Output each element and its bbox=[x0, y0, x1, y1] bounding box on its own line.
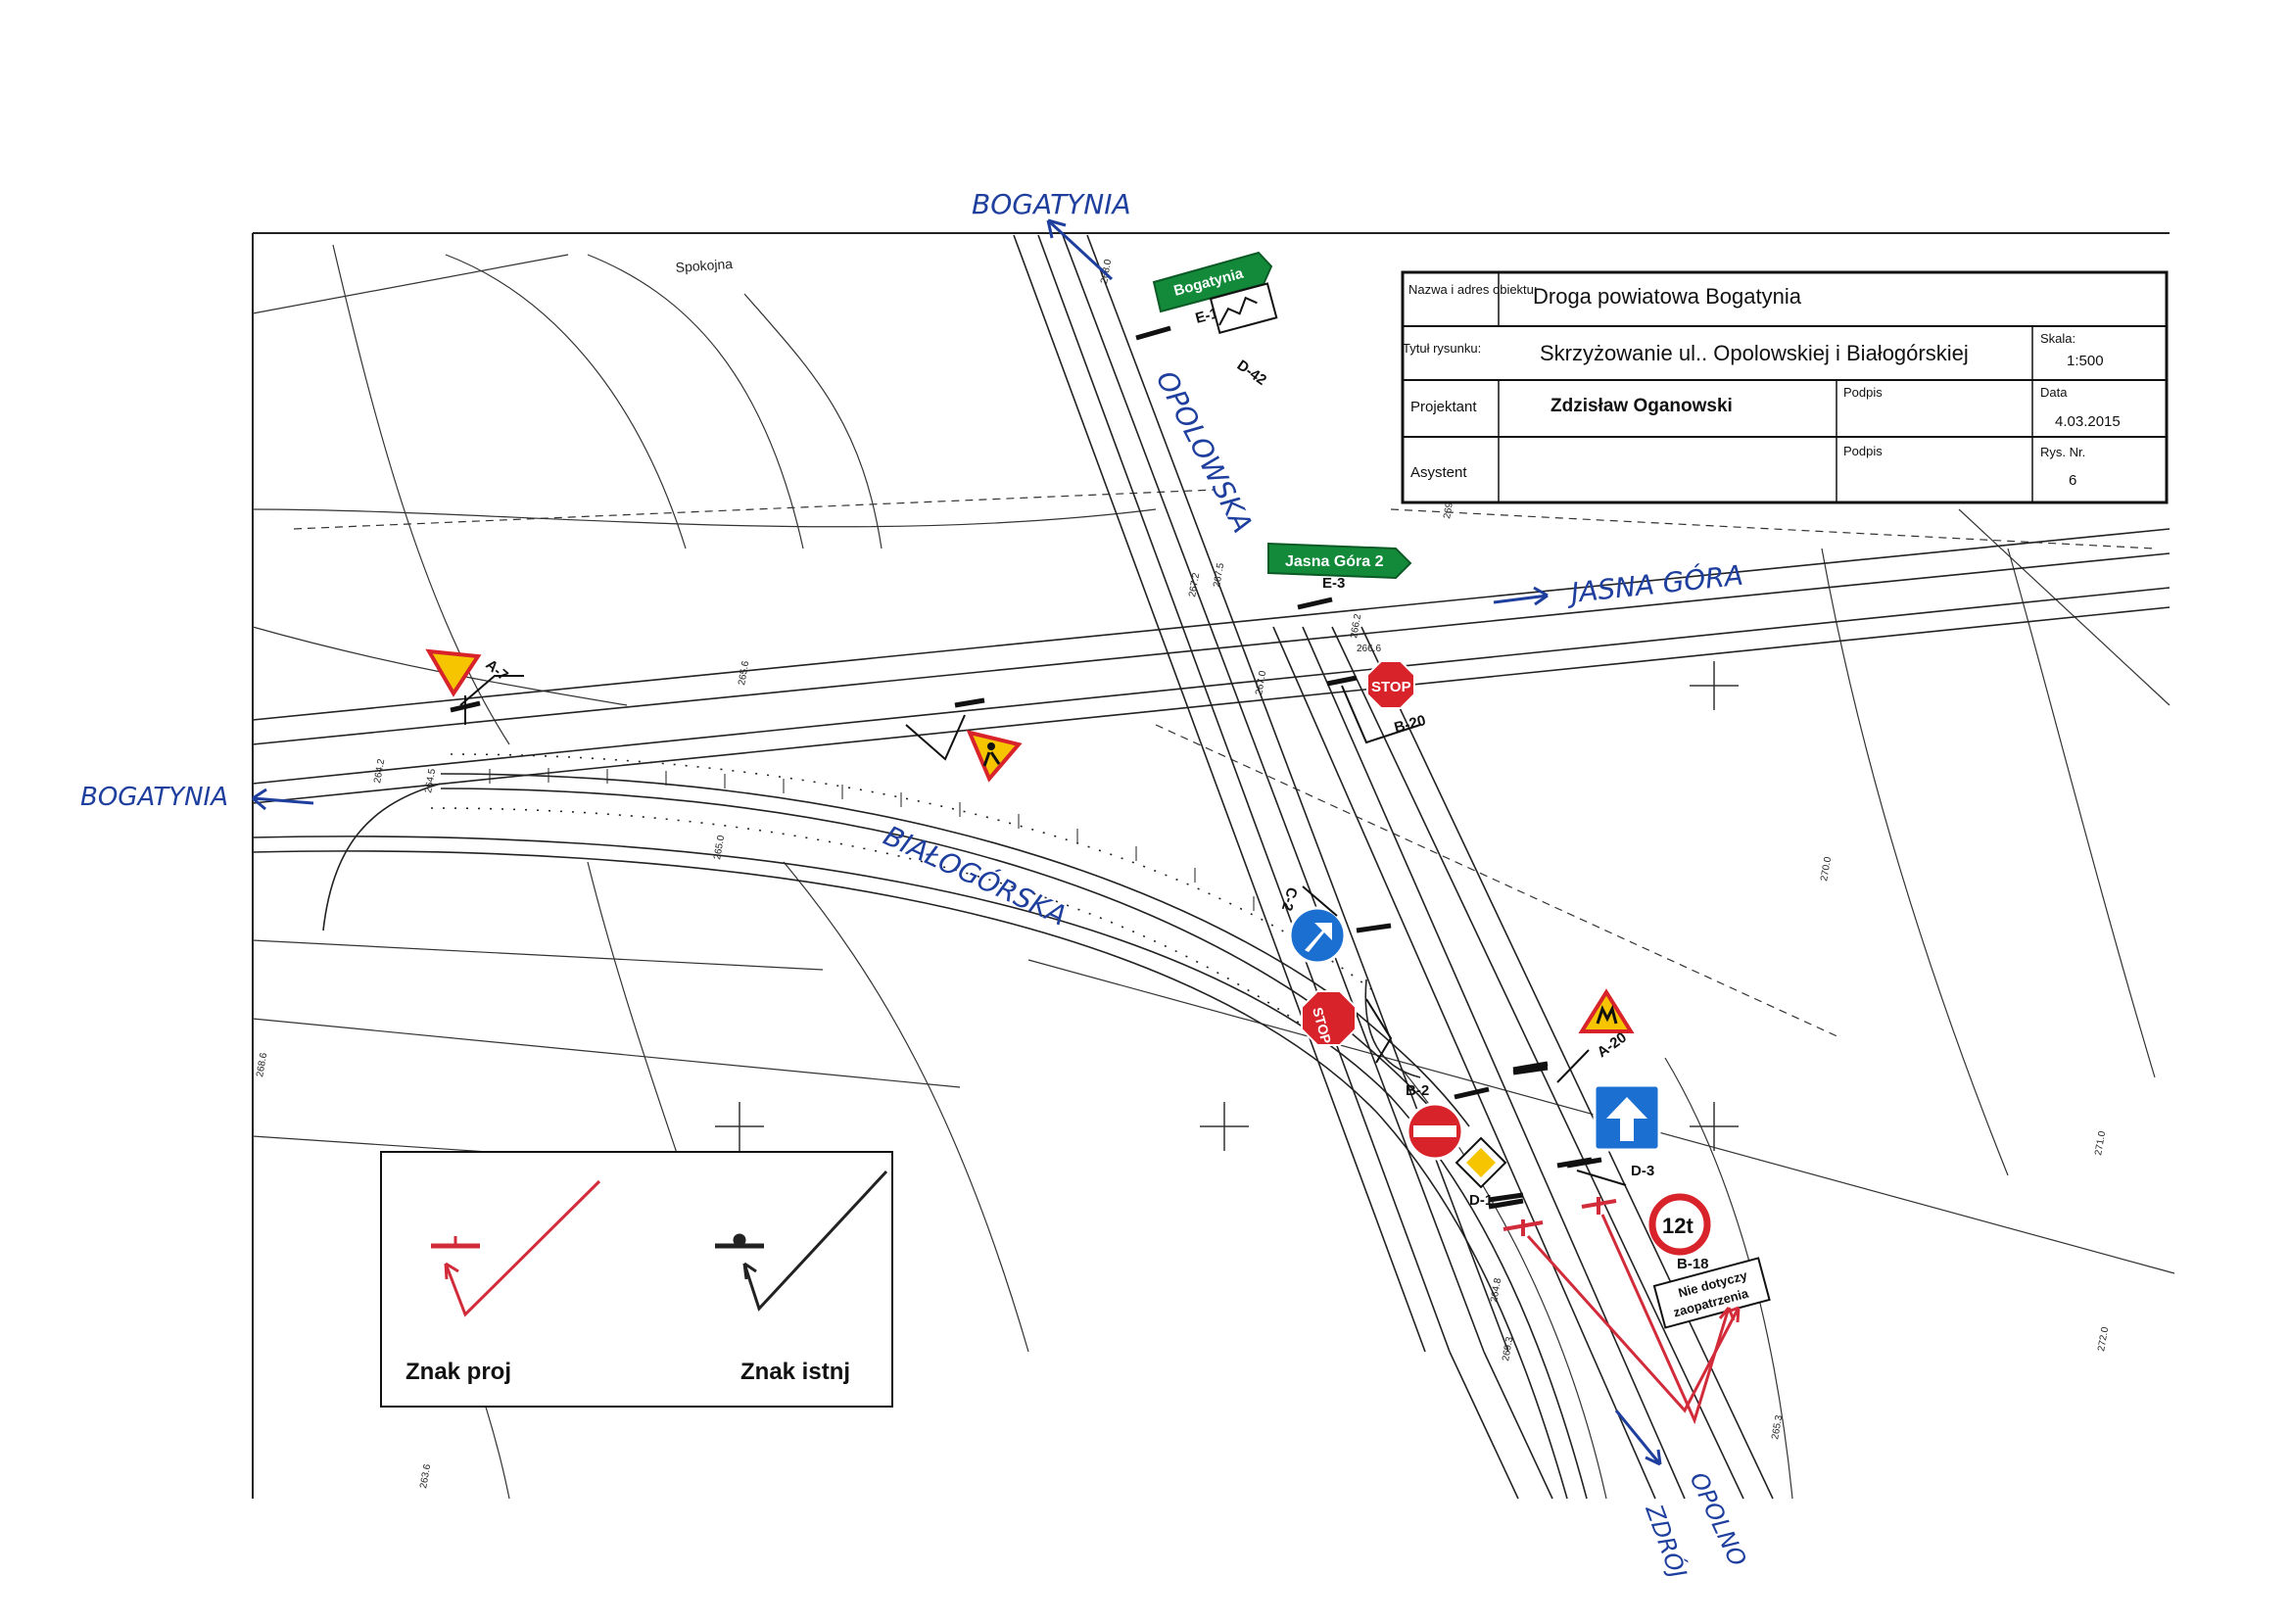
elevation-label: 264.8 bbox=[1489, 1277, 1503, 1304]
legend-existing-symbol bbox=[715, 1170, 888, 1312]
tb-drawing-no-label: Rys. Nr. bbox=[2040, 445, 2085, 459]
sign-b18-weight-limit: 12t B-18 Nie dotyczy zaopatrzenia bbox=[1648, 1193, 1771, 1329]
elevation-label: 265.6 bbox=[737, 660, 751, 687]
sign-stop-lower: STOP bbox=[1301, 990, 1393, 1064]
tb-date-label: Data bbox=[2040, 385, 2068, 400]
tb-signature-label-2: Podpis bbox=[1843, 444, 1883, 458]
tb-object-value: Droga powiatowa Bogatynia bbox=[1533, 284, 1802, 309]
tb-object-label: Nazwa i adres obiektu: bbox=[1408, 282, 1538, 297]
hw-bogatynia-north: BOGATYNIA bbox=[972, 188, 1131, 220]
tb-assistant-label: Asystent bbox=[1410, 464, 1467, 481]
sign-d3-one-way: D-3 bbox=[1556, 1083, 1661, 1186]
tb-drawing-no-value: 6 bbox=[2069, 472, 2076, 489]
tb-date-value: 4.03.2015 bbox=[2055, 413, 2121, 430]
sign-a7-code: A-7 bbox=[482, 656, 510, 685]
sign-a17-children bbox=[905, 697, 1023, 783]
arrow-to-bogatynia-north bbox=[1046, 218, 1114, 281]
legend-proposed-symbol bbox=[431, 1179, 601, 1317]
map-frame bbox=[252, 232, 2170, 1499]
elevation-label: 265.0 bbox=[712, 835, 727, 861]
existing-sign-posts bbox=[1488, 1065, 1602, 1210]
tb-designer-value: Zdzisław Oganowski bbox=[1551, 396, 1733, 416]
tb-drawing-value: Skrzyżowanie ul.. Opolowskiej i Białogór… bbox=[1540, 341, 1969, 365]
road-bialogorska bbox=[252, 753, 1588, 1500]
legend: Znak proj Znak istnj bbox=[380, 1151, 893, 1408]
hw-bogatynia-west: BOGATYNIA bbox=[80, 783, 228, 812]
sign-b18-value: 12t bbox=[1662, 1214, 1694, 1238]
elevation-label: 269.3 bbox=[1501, 1336, 1515, 1362]
hw-zdroj: ZDRÓJ bbox=[1640, 1500, 1694, 1582]
grid-crosses bbox=[715, 661, 1739, 1151]
legend-existing-label: Znak istnj bbox=[740, 1359, 850, 1385]
tb-designer-label: Projektant bbox=[1410, 399, 1477, 415]
hw-opolno: OPOLNO bbox=[1685, 1468, 1752, 1571]
sign-e3-plate: Jasna Góra 2 bbox=[1285, 553, 1384, 570]
elevation-label: 265.3 bbox=[1770, 1414, 1785, 1441]
sign-b2-no-entry: B-2 bbox=[1406, 1082, 1490, 1161]
tb-scale-value: 1:500 bbox=[2067, 353, 2104, 369]
sign-e17a: Bogatynia E-17a D-42 bbox=[1135, 251, 1278, 389]
elevation-label: 266.6 bbox=[1357, 644, 1381, 654]
street-label-spokojna: Spokojna bbox=[675, 256, 734, 275]
road-opolowska bbox=[1013, 234, 1774, 1500]
sign-a20-code: A-20 bbox=[1595, 1029, 1630, 1062]
sign-d1-code: D-1 bbox=[1469, 1192, 1493, 1209]
sign-e3: Jasna Góra 2 E-3 bbox=[1267, 542, 1412, 610]
proposed-sign-markers bbox=[1503, 1197, 1741, 1425]
elevation-label: 267.2 bbox=[1187, 572, 1202, 598]
tb-scale-label: Skala: bbox=[2040, 331, 2075, 346]
arrow-to-bogatynia-west bbox=[252, 796, 314, 805]
sign-c2: C-2 bbox=[1278, 885, 1392, 965]
elevation-label: 270.0 bbox=[1819, 856, 1834, 883]
sign-stop-text-upper: STOP bbox=[1371, 679, 1411, 695]
elevation-label: 266.2 bbox=[1349, 613, 1363, 640]
elevation-label: 264.2 bbox=[372, 758, 387, 785]
elevation-label: 268.6 bbox=[255, 1052, 269, 1078]
sign-c2-code: C-2 bbox=[1278, 885, 1301, 913]
elevation-label: 271.0 bbox=[2093, 1130, 2108, 1157]
sign-a7-west: A-7 bbox=[425, 648, 524, 725]
arrow-to-opolno-zdroj bbox=[1614, 1409, 1662, 1465]
sign-d3-code: D-3 bbox=[1631, 1163, 1654, 1179]
sign-d1-priority: D-1 bbox=[1455, 1136, 1524, 1209]
elevation-label: 263.6 bbox=[418, 1463, 433, 1490]
elevation-label: 267.5 bbox=[1212, 562, 1226, 589]
sign-e3-code: E-3 bbox=[1322, 575, 1345, 592]
sign-stop-b20-upper: STOP B-20 bbox=[1326, 660, 1427, 744]
sign-b2-code: B-2 bbox=[1406, 1082, 1429, 1099]
elevation-label: 272.0 bbox=[2096, 1326, 2111, 1353]
title-block: Nazwa i adres obiektu: Droga powiatowa B… bbox=[1401, 270, 2169, 504]
elevation-label: 264.5 bbox=[423, 768, 438, 794]
sign-b18-code: B-18 bbox=[1677, 1256, 1709, 1272]
hw-jasna-gora: JASNA GÓRA bbox=[1564, 558, 1744, 610]
legend-proposed-label: Znak proj bbox=[406, 1359, 511, 1385]
sign-d42-code: D-42 bbox=[1234, 357, 1269, 389]
arrow-to-jasna-gora bbox=[1493, 594, 1549, 604]
tb-signature-label-1: Podpis bbox=[1843, 385, 1883, 400]
hw-opolowska: OPOLOWSKA bbox=[1150, 365, 1259, 538]
elevation-labels: 264.2 264.5 265.0 265.6 266.2 266.6 267.… bbox=[255, 259, 2111, 1490]
tb-drawing-label: Tytuł rysunku: bbox=[1403, 341, 1481, 356]
road-jasna-gora bbox=[252, 528, 2171, 804]
elevation-label: 267.0 bbox=[1254, 670, 1268, 696]
